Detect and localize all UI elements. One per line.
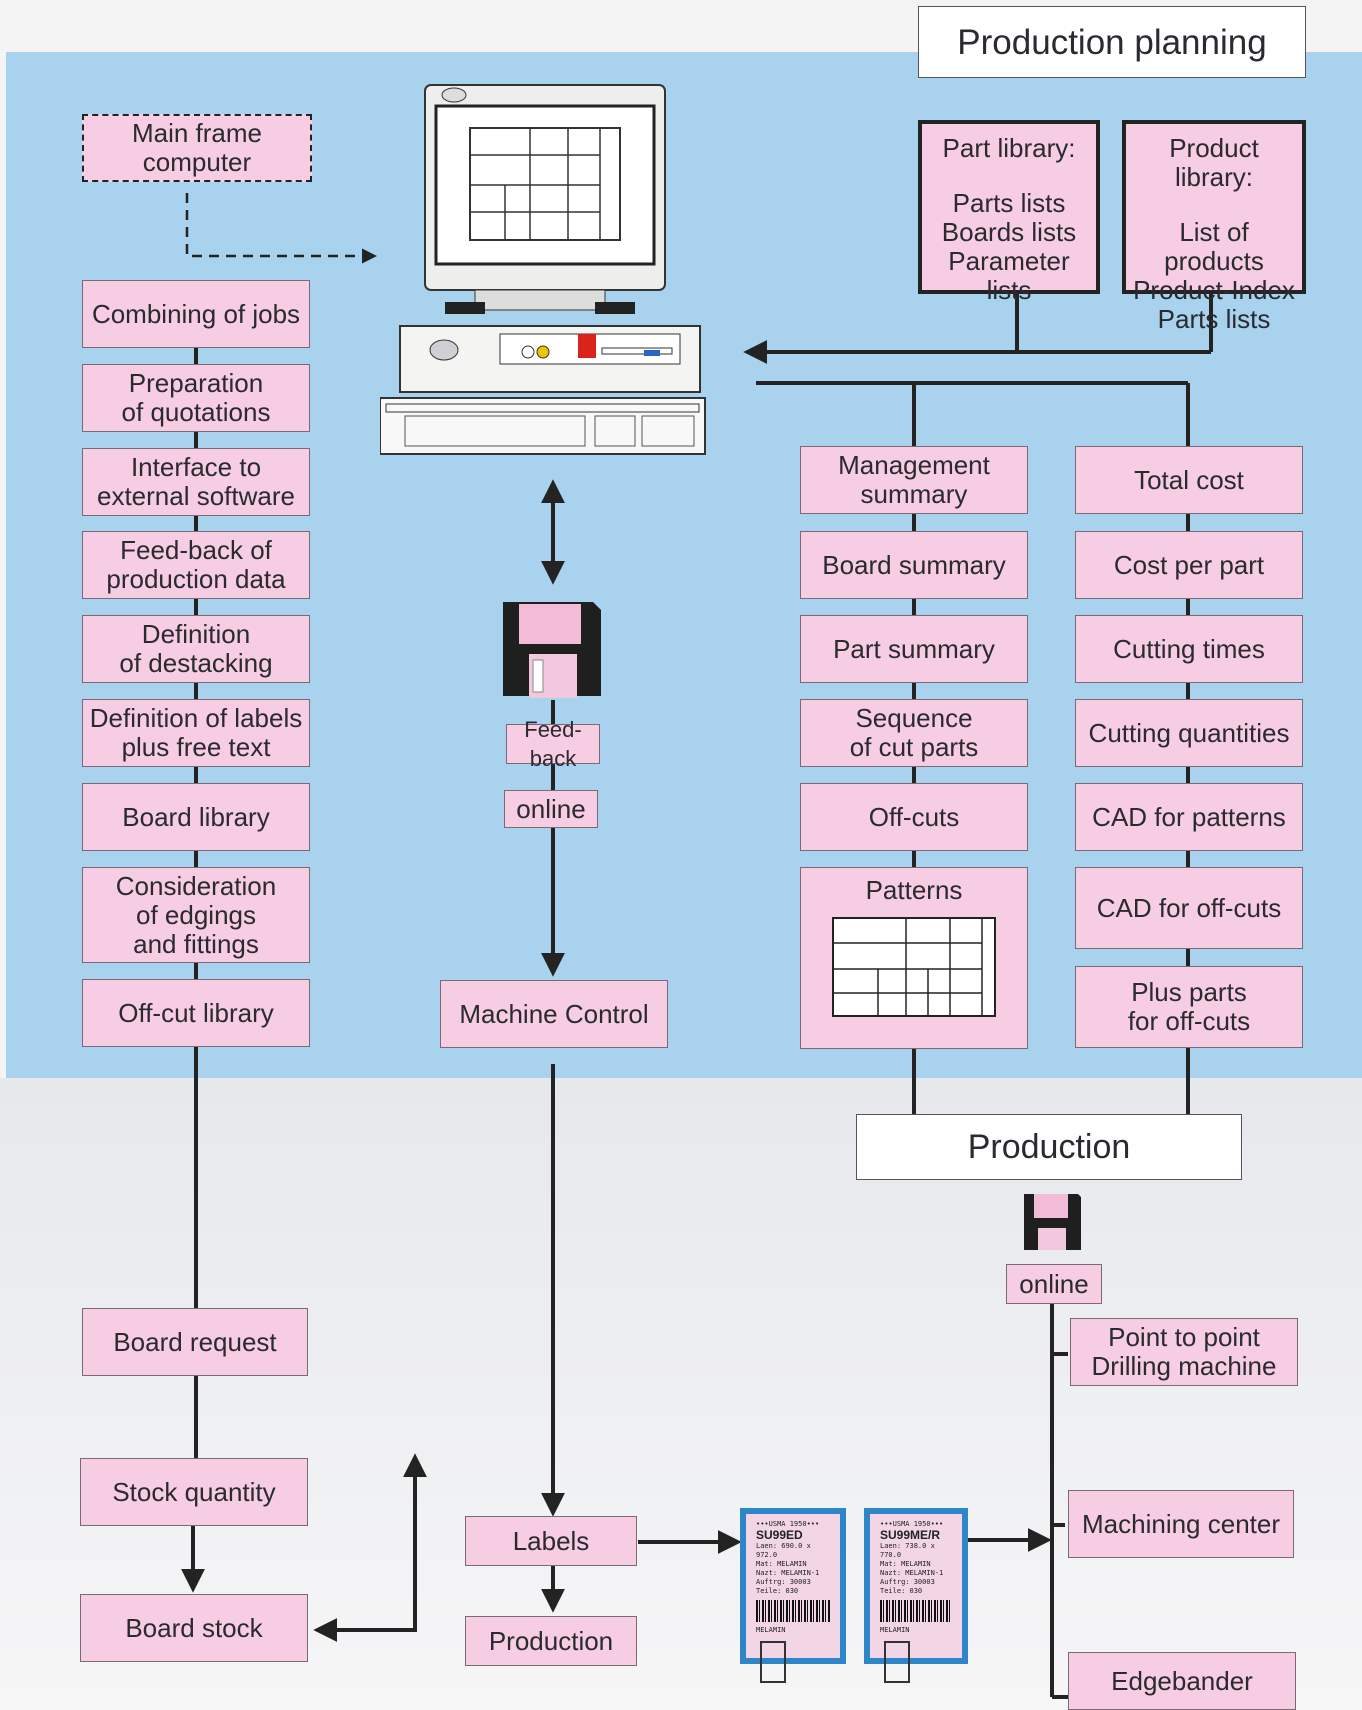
part-library-items: Parts lists Boards lists Parameter lists	[941, 188, 1077, 305]
product-library: Product library: List of products Produc…	[1122, 120, 1306, 334]
production-box: Production	[465, 1616, 637, 1666]
output-box: Cost per part	[1075, 531, 1303, 599]
left-box: Definition of destacking	[82, 615, 310, 683]
patterns-box: Patterns	[800, 867, 1028, 1049]
output-box: Cutting quantities	[1075, 699, 1303, 767]
label-card: •••USMA 1950••• SU99ME/R Laen: 738.0 x 7…	[864, 1508, 968, 1683]
output-box: Cutting times	[1075, 615, 1303, 683]
label-card-line: Laen: 738.0 x 770.0	[880, 1542, 935, 1559]
label-card-line: Laen: 690.0 x 972.0	[756, 1542, 811, 1559]
label-card-code: SU99ME/R	[880, 1528, 941, 1542]
output-box: CAD for patterns	[1075, 783, 1303, 851]
label-card-line: Auftrg: 30003 Teile: 030	[880, 1578, 935, 1595]
product-library-items: List of products Product-Index Parts lis…	[1133, 217, 1295, 334]
machine-control-box: Machine Control	[440, 980, 668, 1048]
part-library-title: Part library:	[942, 133, 1076, 163]
barcode-icon	[880, 1600, 952, 1622]
product-library-title: Product library:	[1169, 133, 1259, 192]
stock-quantity-box: Stock quantity	[80, 1458, 308, 1526]
label-card-header: •••USMA 1950•••	[880, 1520, 944, 1528]
output-box: Board summary	[800, 531, 1028, 599]
output-box: CAD for off-cuts	[1075, 867, 1303, 949]
label-card-line: Nazt: MELAMIN-1	[880, 1569, 944, 1577]
left-box: Consideration of edgings and fittings	[82, 867, 310, 963]
left-box: Off-cut library	[82, 979, 310, 1047]
label-card-footer: MELAMIN	[756, 1626, 786, 1634]
label-card-line: Nazt: MELAMIN-1	[756, 1569, 820, 1577]
machine-box: Point to point Drilling machine	[1070, 1318, 1298, 1386]
main-frame-computer: Main frame computer	[82, 114, 312, 182]
part-library: Part library: Parts lists Boards lists P…	[918, 120, 1100, 305]
output-box: Sequence of cut parts	[800, 699, 1028, 767]
machine-box: Machining center	[1068, 1490, 1294, 1558]
left-box: Definition of labels plus free text	[82, 699, 310, 767]
online-box: online	[1006, 1264, 1102, 1304]
online-box: online	[504, 790, 598, 828]
floppy-disk-icon	[503, 602, 601, 698]
machine-box: Edgebander	[1068, 1652, 1296, 1710]
production-title: Production	[856, 1114, 1242, 1180]
barcode-icon	[756, 1600, 830, 1622]
label-card-header: •••USMA 1950•••	[756, 1520, 820, 1528]
floppy-disk-icon	[1024, 1194, 1081, 1250]
output-box: Management summary	[800, 446, 1028, 514]
left-box: Interface to external software	[82, 448, 310, 516]
left-box: Feed-back of production data	[82, 531, 310, 599]
output-box: Off-cuts	[800, 783, 1028, 851]
label-card-line: Mat: MELAMIN	[756, 1560, 807, 1568]
production-planning-title: Production planning	[918, 6, 1306, 78]
left-box: Board library	[82, 783, 310, 851]
pattern-grid-icon	[832, 917, 996, 1017]
part-outline-icon	[760, 1641, 786, 1683]
output-box: Total cost	[1075, 446, 1303, 514]
output-box: Plus parts for off-cuts	[1075, 966, 1303, 1048]
label-card: •••USMA 1950••• SU99ED Laen: 690.0 x 972…	[740, 1508, 846, 1683]
output-box: Part summary	[800, 615, 1028, 683]
board-stock-box: Board stock	[80, 1594, 308, 1662]
left-box: Preparation of quotations	[82, 364, 310, 432]
feedback-box: Feed-back	[506, 717, 600, 771]
computer-icon	[380, 84, 706, 455]
label-card-line: Mat: MELAMIN	[880, 1560, 931, 1568]
part-outline-icon	[884, 1641, 910, 1683]
label-card-code: SU99ED	[756, 1528, 803, 1542]
label-card-line: Auftrg: 30003 Teile: 030	[756, 1578, 811, 1595]
board-request-box: Board request	[82, 1308, 308, 1376]
label-card-footer: MELAMIN	[880, 1626, 910, 1634]
left-box: Combining of jobs	[82, 280, 310, 348]
patterns-label: Patterns	[865, 875, 963, 905]
labels-box: Labels	[465, 1516, 637, 1566]
